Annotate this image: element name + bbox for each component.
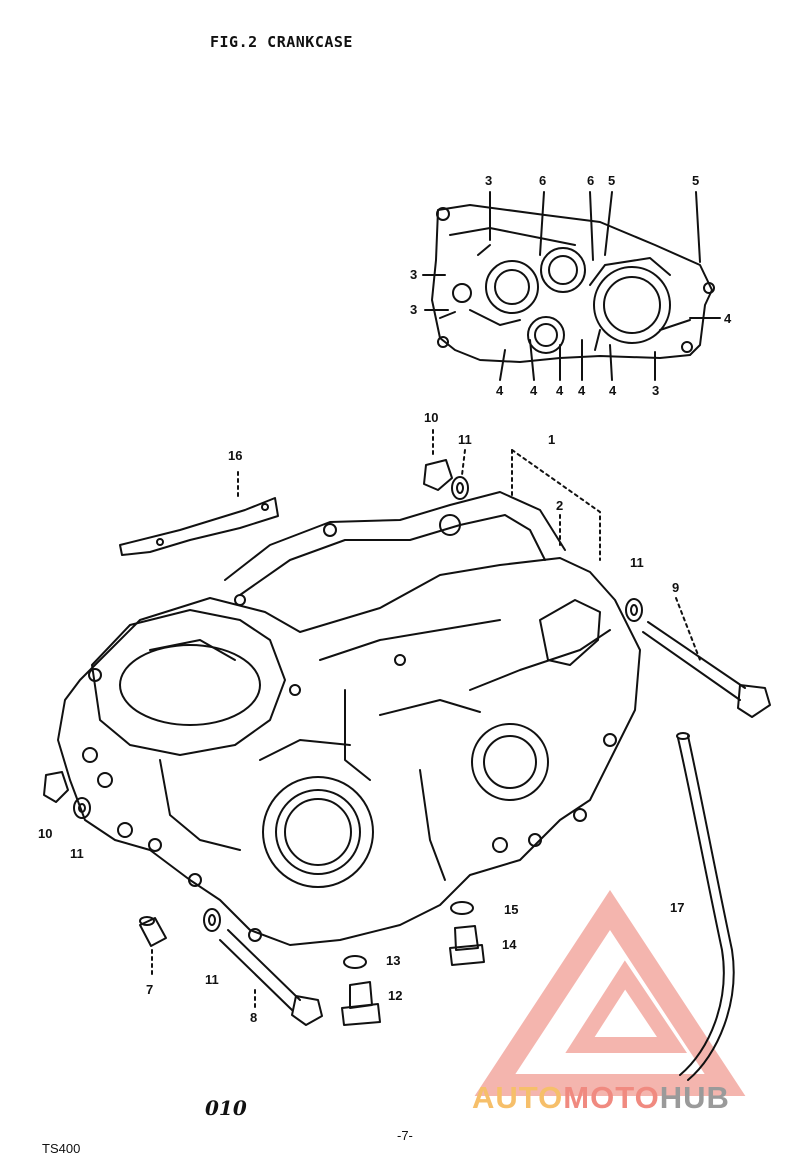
callout-part-14: 14 (502, 937, 517, 952)
watermark-moto: MOTO (563, 1080, 660, 1115)
inset-callout-4-b1: 4 (496, 383, 504, 398)
callout-part-11-top: 11 (458, 432, 472, 447)
nut-part-10-left (43, 771, 69, 803)
inset-callout-3-left-b: 3 (410, 302, 418, 317)
inset-callout-3-left-a: 3 (410, 267, 418, 282)
washer-part-11-left (73, 797, 91, 819)
dowel-pin-part-7 (139, 916, 167, 979)
callout-part-11-left: 11 (70, 846, 84, 861)
callout-part-8: 8 (250, 1010, 258, 1025)
inset-callout-4-b3: 4 (556, 383, 564, 398)
callout-part-17: 17 (670, 900, 685, 915)
callout-part-10-top: 10 (424, 410, 439, 425)
bolt-part-9 (642, 597, 771, 718)
inset-crankcase-view (422, 191, 721, 381)
inset-callout-3-bottom: 3 (652, 383, 660, 398)
plug-part-12 (341, 955, 381, 1026)
inset-callout-5-b: 5 (692, 173, 700, 188)
washer-part-11-right (625, 598, 643, 622)
washer-part-11-lower (203, 908, 221, 932)
callout-part-13: 13 (386, 953, 401, 968)
watermark-logo (474, 889, 746, 1096)
inset-callout-4-b5: 4 (609, 383, 617, 398)
sheet-code: 010 (205, 1096, 247, 1120)
figure-title: FIG.2 CRANKCASE (210, 33, 353, 51)
watermark-hub: HUB (659, 1080, 730, 1115)
breather-tube-part-17 (676, 732, 735, 1081)
page-number: -7- (397, 1128, 413, 1143)
inset-callout-4-b4: 4 (578, 383, 586, 398)
model-name: TS400 (42, 1141, 81, 1156)
washer-part-11-top (451, 476, 469, 500)
watermark-auto: AUTO (472, 1080, 564, 1115)
main-crankcase (57, 491, 641, 946)
gasket-part-16 (119, 497, 279, 556)
watermark-text: AUTOMOTOHUB (472, 1080, 730, 1116)
callout-part-7: 7 (146, 982, 154, 997)
callout-part-9: 9 (672, 580, 680, 595)
bolt-part-8 (219, 929, 323, 1026)
callout-part-11-right: 11 (630, 555, 644, 570)
inset-callout-5-a: 5 (608, 173, 616, 188)
inset-callout-3-top: 3 (485, 173, 493, 188)
callout-part-1: 1 (548, 432, 556, 447)
callout-part-10-left: 10 (38, 826, 53, 841)
callout-part-15: 15 (504, 902, 519, 917)
nut-part-10-top (423, 459, 453, 491)
callout-part-12: 12 (388, 988, 403, 1003)
callout-part-11-lower: 11 (205, 972, 219, 987)
inset-callout-6-b: 6 (587, 173, 595, 188)
plug-part-14 (449, 901, 485, 966)
inset-callout-4-right: 4 (724, 311, 732, 326)
inset-callout-6-a: 6 (539, 173, 547, 188)
callout-part-16: 16 (228, 448, 243, 463)
inset-callout-4-b2: 4 (530, 383, 538, 398)
callout-part-2: 2 (556, 498, 564, 513)
